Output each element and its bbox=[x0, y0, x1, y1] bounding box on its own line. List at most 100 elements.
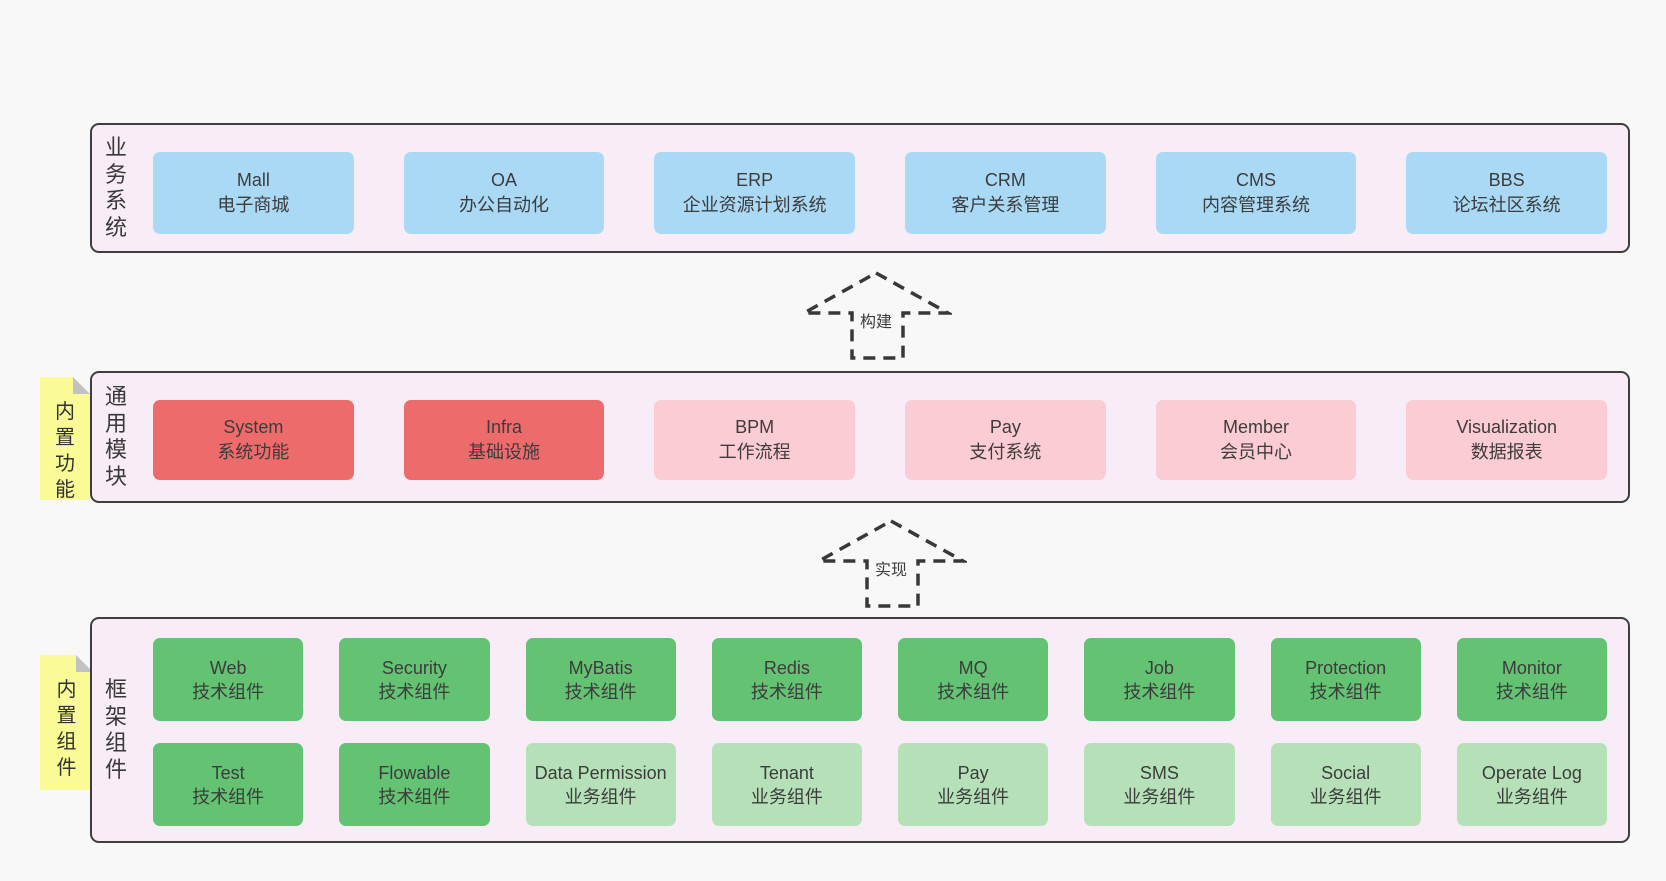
box-title: MyBatis bbox=[568, 657, 633, 678]
box-flowable: Flowable 技术组件 bbox=[339, 743, 490, 826]
box-title: ERP bbox=[736, 170, 774, 190]
box-title: BPM bbox=[735, 417, 775, 437]
box-oa: OA 办公自动化 bbox=[403, 152, 605, 234]
box-test: Test 技术组件 bbox=[153, 743, 304, 826]
box-job: Job 技术组件 bbox=[1084, 638, 1235, 721]
band-modules-label: 通用模块 bbox=[104, 384, 127, 489]
components-box-row-top: Web 技术组件 Security 技术组件 MyBatis 技术组件 Redi… bbox=[153, 638, 1607, 721]
box-visualization: Visualization 数据报表 bbox=[1406, 400, 1608, 480]
box-subtitle: 技术组件 bbox=[192, 681, 265, 702]
box-web: Web 技术组件 bbox=[153, 638, 304, 721]
box-title: SMS bbox=[1139, 762, 1179, 783]
box-title: Tenant bbox=[759, 762, 814, 783]
box-security: Security 技术组件 bbox=[339, 638, 490, 721]
sticky-note-built-in-features: 内置功能 bbox=[40, 377, 90, 501]
box-title: Test bbox=[211, 762, 245, 783]
build-arrow-label: 构建 bbox=[856, 312, 896, 334]
box-title: Visualization bbox=[1456, 417, 1558, 437]
box-subtitle: 技术组件 bbox=[1495, 681, 1568, 702]
box-subtitle: 会员中心 bbox=[1220, 442, 1293, 462]
implement-arrow-icon: 实现 bbox=[815, 516, 967, 610]
box-subtitle: 基础设施 bbox=[468, 442, 540, 462]
box-monitor: Monitor 技术组件 bbox=[1456, 638, 1607, 721]
band-business-label: 业务系统 bbox=[104, 135, 127, 240]
box-subtitle: 技术组件 bbox=[1309, 681, 1382, 702]
box-subtitle: 支付系统 bbox=[969, 442, 1042, 462]
box-subtitle: 业务组件 bbox=[750, 786, 823, 807]
modules-box-row: System 系统功能 Infra 基础设施 BPM 工作流程 Pay 支付系统… bbox=[153, 400, 1608, 480]
band-business-systems: 业务系统 Mall 电子商城 OA 办公自动化 ERP 企业资源计划系统 CRM… bbox=[90, 123, 1630, 253]
box-mall: Mall 电子商城 bbox=[153, 152, 354, 234]
box-bbs: BBS 论坛社区系统 bbox=[1406, 152, 1608, 234]
box-pay-component: Pay 业务组件 bbox=[898, 743, 1049, 826]
box-subtitle: 业务组件 bbox=[564, 786, 637, 807]
box-bpm: BPM 工作流程 bbox=[654, 400, 856, 480]
box-subtitle: 技术组件 bbox=[750, 681, 823, 702]
components-box-row-bottom: Test 技术组件 Flowable 技术组件 Data Permission … bbox=[153, 743, 1607, 826]
box-subtitle: 电子商城 bbox=[217, 195, 290, 215]
box-title: Security bbox=[381, 657, 447, 678]
band-framework-components: 框架组件 Web 技术组件 Security 技术组件 MyBatis 技术组件… bbox=[90, 617, 1630, 843]
box-title: Protection bbox=[1305, 657, 1387, 678]
box-title: Flowable bbox=[378, 762, 451, 783]
box-protection: Protection 技术组件 bbox=[1270, 638, 1421, 721]
box-subtitle: 办公自动化 bbox=[459, 195, 549, 215]
box-mq: MQ 技术组件 bbox=[898, 638, 1049, 721]
box-operate-log: Operate Log 业务组件 bbox=[1456, 743, 1607, 826]
box-title: System bbox=[223, 417, 284, 437]
box-subtitle: 技术组件 bbox=[192, 786, 265, 807]
sticky-note-label: 内置功能 bbox=[55, 401, 75, 501]
box-title: Pay bbox=[957, 762, 989, 783]
box-title: Web bbox=[209, 657, 247, 678]
band-components-label: 框架组件 bbox=[104, 677, 127, 782]
box-member: Member 会员中心 bbox=[1155, 400, 1357, 480]
box-data-permission: Data Permission 业务组件 bbox=[525, 743, 676, 826]
box-subtitle: 技术组件 bbox=[1123, 681, 1196, 702]
box-subtitle: 工作流程 bbox=[718, 442, 791, 462]
box-subtitle: 技术组件 bbox=[378, 681, 451, 702]
box-cms: CMS 内容管理系统 bbox=[1155, 152, 1357, 234]
box-sms: SMS 业务组件 bbox=[1084, 743, 1235, 826]
box-subtitle: 技术组件 bbox=[937, 681, 1010, 702]
box-title: Monitor bbox=[1501, 657, 1562, 678]
box-title: Social bbox=[1321, 762, 1371, 783]
box-title: CMS bbox=[1236, 170, 1277, 190]
box-subtitle: 业务组件 bbox=[1123, 786, 1196, 807]
box-title: BBS bbox=[1488, 170, 1525, 190]
box-title: Mall bbox=[236, 170, 270, 190]
box-subtitle: 内容管理系统 bbox=[1202, 195, 1311, 215]
box-redis: Redis 技术组件 bbox=[711, 638, 862, 721]
sticky-note-built-in-components: 内置组件 bbox=[40, 655, 93, 790]
sticky-note-label: 内置组件 bbox=[56, 679, 77, 779]
box-subtitle: 技术组件 bbox=[564, 681, 637, 702]
box-title: CRM bbox=[984, 170, 1026, 190]
box-title: OA bbox=[491, 170, 518, 190]
box-crm: CRM 客户关系管理 bbox=[905, 152, 1106, 234]
band-common-modules: 通用模块 System 系统功能 Infra 基础设施 BPM 工作流程 Pay… bbox=[90, 371, 1630, 503]
box-subtitle: 论坛社区系统 bbox=[1452, 195, 1561, 215]
box-subtitle: 企业资源计划系统 bbox=[682, 195, 827, 215]
implement-arrow-label: 实现 bbox=[871, 560, 911, 582]
box-tenant: Tenant 业务组件 bbox=[711, 743, 862, 826]
box-title: MQ bbox=[958, 657, 988, 678]
box-subtitle: 业务组件 bbox=[937, 786, 1010, 807]
box-title: Data Permission bbox=[534, 762, 667, 783]
box-subtitle: 业务组件 bbox=[1309, 786, 1382, 807]
box-system: System 系统功能 bbox=[153, 400, 354, 480]
box-title: Redis bbox=[763, 657, 810, 678]
box-pay-system: Pay 支付系统 bbox=[905, 400, 1106, 480]
business-box-row: Mall 电子商城 OA 办公自动化 ERP 企业资源计划系统 CRM 客户关系… bbox=[153, 152, 1608, 234]
box-title: Operate Log bbox=[1481, 762, 1582, 783]
box-subtitle: 数据报表 bbox=[1470, 442, 1543, 462]
box-title: Member bbox=[1223, 417, 1290, 437]
box-title: Pay bbox=[989, 417, 1021, 437]
box-subtitle: 技术组件 bbox=[378, 786, 451, 807]
box-mybatis: MyBatis 技术组件 bbox=[525, 638, 676, 721]
box-subtitle: 业务组件 bbox=[1495, 786, 1568, 807]
box-subtitle: 系统功能 bbox=[217, 442, 290, 462]
box-erp: ERP 企业资源计划系统 bbox=[654, 152, 856, 234]
box-subtitle: 客户关系管理 bbox=[951, 195, 1060, 215]
build-arrow-icon: 构建 bbox=[800, 268, 952, 362]
box-infra: Infra 基础设施 bbox=[403, 400, 605, 480]
